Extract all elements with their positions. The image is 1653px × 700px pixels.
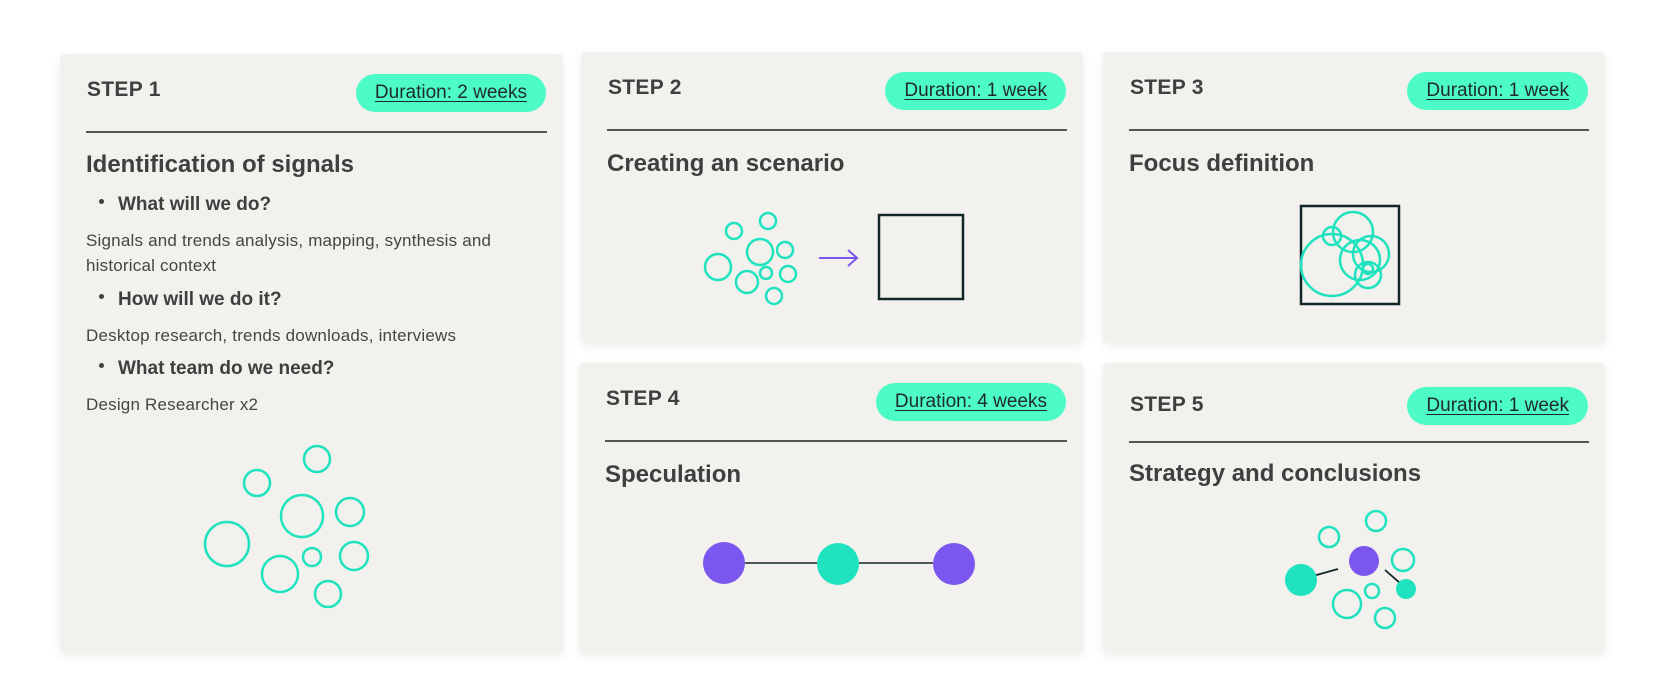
step-4-divider bbox=[605, 440, 1067, 442]
step-2-label: STEP 2 bbox=[608, 76, 682, 99]
circles-in-square-icon bbox=[1299, 204, 1401, 306]
step-4-title: Speculation bbox=[605, 461, 742, 488]
step-4-duration-link[interactable]: Duration: 4 weeks bbox=[875, 383, 1066, 421]
step-3-title: Focus definition bbox=[1129, 150, 1315, 177]
circles-to-square-icon bbox=[703, 211, 965, 306]
step-2-divider bbox=[607, 129, 1067, 131]
circles-cluster-icon bbox=[203, 444, 370, 609]
step-1-label: STEP 1 bbox=[87, 78, 161, 101]
connected-nodes-icon bbox=[703, 542, 975, 585]
step-1-answer-team: Design Researcher x2 bbox=[86, 395, 259, 414]
step-1-title: Identification of signals bbox=[86, 151, 355, 178]
step-1-duration-link[interactable]: Duration: 2 weeks bbox=[355, 74, 546, 112]
step-5-divider bbox=[1129, 441, 1589, 443]
step-1-answer-what: Signals and trends analysis, mapping, sy… bbox=[86, 231, 492, 275]
step-5-title: Strategy and conclusions bbox=[1129, 460, 1422, 487]
step-3-duration-link[interactable]: Duration: 1 week bbox=[1407, 72, 1588, 110]
step-5-label: STEP 5 bbox=[1130, 393, 1204, 416]
bullet-icon bbox=[99, 363, 104, 369]
step-3-divider bbox=[1129, 129, 1589, 131]
network-cluster-icon bbox=[1285, 509, 1416, 630]
bullet-icon bbox=[99, 294, 104, 300]
step-1-card: STEP 1 Duration: 2 weeks Identification … bbox=[60, 54, 563, 653]
step-1-question-what: What will we do? bbox=[99, 194, 271, 216]
step-4-label: STEP 4 bbox=[606, 387, 680, 410]
step-3-label: STEP 3 bbox=[1130, 76, 1204, 99]
step-1-question-how: How will we do it? bbox=[99, 289, 282, 311]
step-1-answer-how: Desktop research, trends downloads, inte… bbox=[86, 326, 457, 345]
step-4-card: STEP 4 Duration: 4 weeks Speculation bbox=[579, 363, 1083, 653]
step-2-title: Creating an scenario bbox=[607, 150, 845, 177]
step-1-divider bbox=[86, 131, 547, 133]
step-2-duration-link[interactable]: Duration: 1 week bbox=[885, 72, 1066, 110]
step-5-card: STEP 5 Duration: 1 week Strategy and con… bbox=[1103, 363, 1605, 653]
step-5-duration-link[interactable]: Duration: 1 week bbox=[1407, 387, 1588, 425]
step-2-card: STEP 2 Duration: 1 week Creating an scen… bbox=[581, 52, 1083, 343]
step-1-question-team: What team do we need? bbox=[99, 358, 334, 380]
step-3-card: STEP 3 Duration: 1 week Focus definition bbox=[1103, 52, 1605, 343]
bullet-icon bbox=[99, 199, 104, 205]
